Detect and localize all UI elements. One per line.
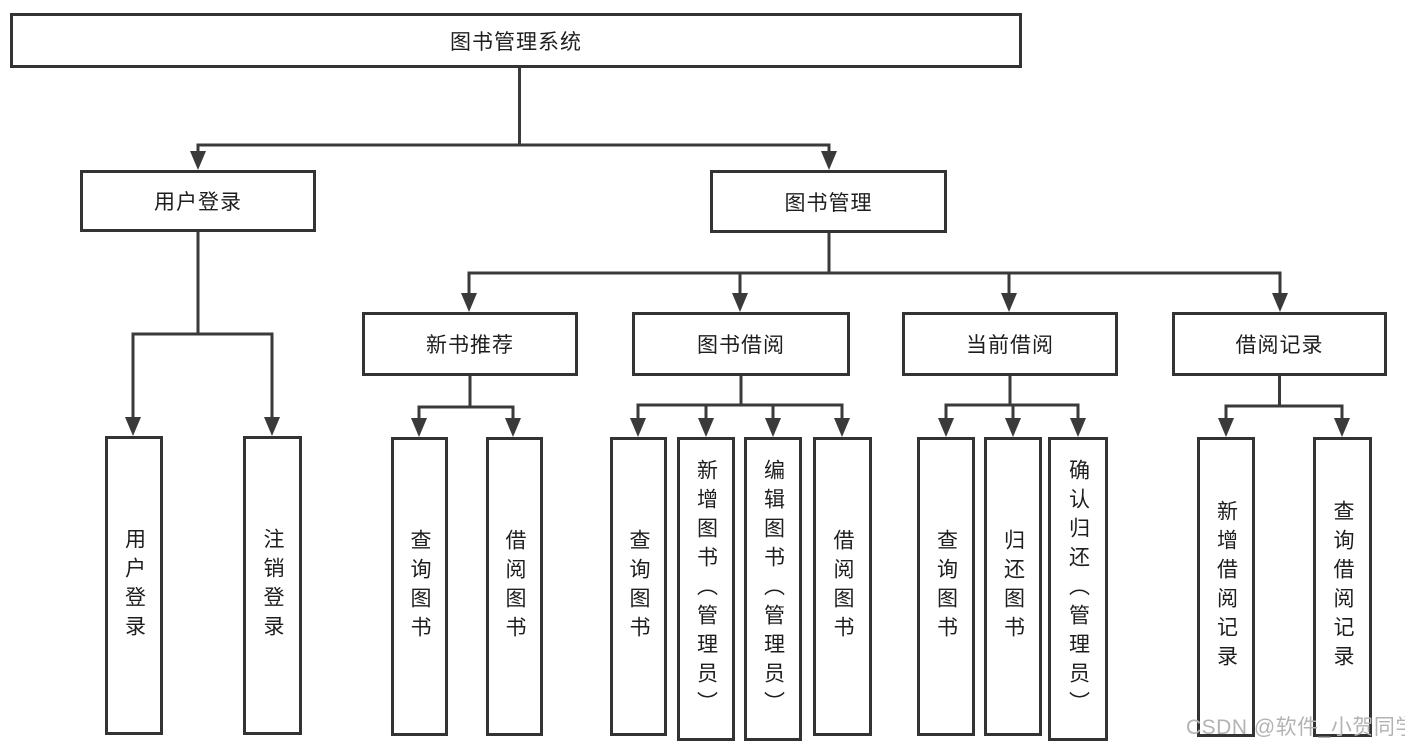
node-leaf-logout: 注销登录 (243, 436, 302, 735)
node-leaf-add-borrow-record: 新增借阅记录 (1197, 437, 1255, 737)
node-leaf-return-book: 归还图书 (984, 437, 1042, 736)
node-leaf-add-borrow-record-label: 新增借阅记录 (1214, 500, 1238, 674)
csdn-watermark: CSDN @软件_小贺同学 (1186, 716, 1405, 739)
node-leaf-confirm-return-admin: 确认归还（管理员） (1048, 437, 1108, 741)
node-leaf-borrow-book-borrowing-label: 借阅图书 (831, 528, 855, 645)
node-library-system: 图书管理系统 (10, 13, 1022, 68)
node-user-login-label: 用户登录 (154, 191, 242, 214)
node-leaf-logout-label: 注销登录 (261, 527, 285, 644)
node-leaf-borrow-book-newbook: 借阅图书 (486, 437, 543, 736)
connector-bookborrow-to-leaves (630, 376, 850, 437)
node-user-login: 用户登录 (80, 170, 316, 232)
node-book-management-label: 图书管理 (784, 191, 873, 215)
node-leaf-confirm-return-admin-label: 确认归还（管理员） (1066, 458, 1090, 720)
connector-userlogin-to-leaves (125, 232, 280, 436)
node-leaf-edit-book-admin-label: 编辑图书（管理员） (761, 458, 785, 720)
node-borrowing-records-label: 借阅记录 (1235, 334, 1324, 357)
node-book-borrowing-label: 图书借阅 (697, 334, 785, 357)
node-book-management: 图书管理 (710, 170, 947, 233)
node-leaf-query-borrow-record: 查询借阅记录 (1313, 437, 1372, 737)
connector-newbook-to-leaves (411, 376, 521, 437)
node-new-book-recommend-label: 新书推荐 (426, 334, 514, 357)
node-leaf-query-book-newbook: 查询图书 (391, 437, 448, 736)
node-leaf-user-login: 用户登录 (105, 436, 163, 735)
node-leaf-add-book-admin-label: 新增图书（管理员） (694, 458, 718, 720)
node-leaf-add-book-admin: 新增图书（管理员） (677, 437, 735, 741)
node-leaf-return-book-label: 归还图书 (1001, 528, 1025, 645)
node-leaf-edit-book-admin: 编辑图书（管理员） (744, 437, 802, 741)
node-leaf-query-book-current-label: 查询图书 (934, 528, 958, 645)
node-leaf-query-borrow-record-label: 查询借阅记录 (1331, 500, 1355, 674)
node-book-borrowing: 图书借阅 (632, 312, 850, 376)
node-borrowing-records: 借阅记录 (1172, 312, 1387, 376)
node-leaf-borrow-book-borrowing: 借阅图书 (813, 437, 872, 736)
node-current-borrowing: 当前借阅 (902, 312, 1118, 376)
node-leaf-query-book-current: 查询图书 (917, 437, 975, 736)
connector-root-to-level2 (190, 68, 837, 170)
node-leaf-query-book-borrowing: 查询图书 (610, 437, 667, 736)
node-library-system-label: 图书管理系统 (450, 30, 582, 54)
node-leaf-user-login-label: 用户登录 (122, 527, 146, 644)
connector-borrowrecord-to-leaves (1218, 376, 1350, 437)
node-new-book-recommend: 新书推荐 (362, 312, 578, 376)
connector-bookmgmt-to-level3 (461, 233, 1288, 312)
node-leaf-borrow-book-newbook-label: 借阅图书 (503, 528, 527, 645)
connector-currentborrow-to-leaves (938, 376, 1086, 437)
node-leaf-query-book-borrowing-label: 查询图书 (627, 528, 651, 645)
node-current-borrowing-label: 当前借阅 (966, 334, 1054, 357)
node-leaf-query-book-newbook-label: 查询图书 (408, 528, 432, 645)
